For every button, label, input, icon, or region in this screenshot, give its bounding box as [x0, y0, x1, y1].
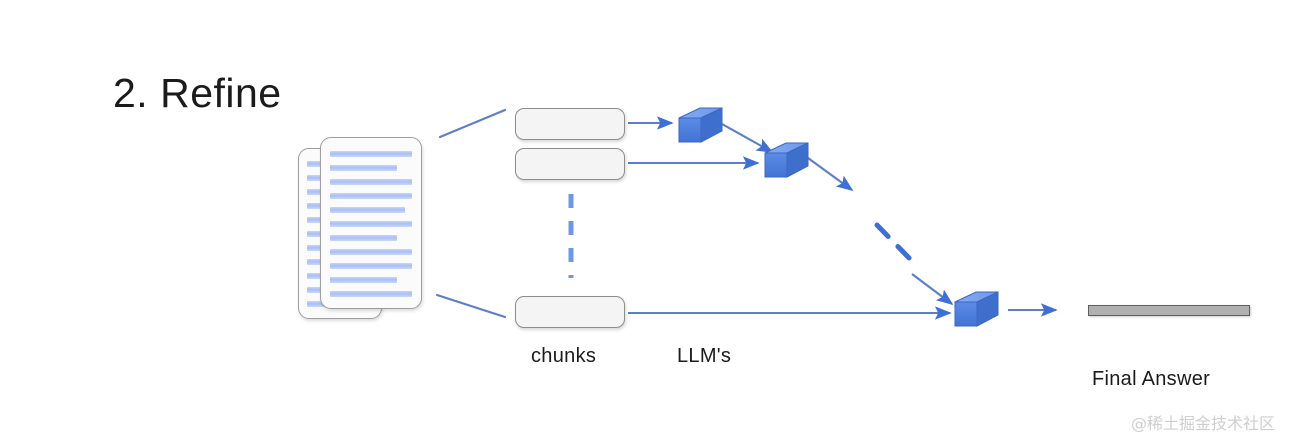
llm-cube-3	[954, 291, 999, 327]
chunk-box-3[interactable]	[515, 296, 625, 328]
connector-llm2-to-gap	[807, 157, 854, 191]
connector-dashed-ellipsis	[874, 222, 916, 265]
llm-cube-1	[678, 107, 723, 143]
chunk-box-2[interactable]	[515, 148, 625, 180]
connector-llm1-to-llm2	[721, 123, 774, 153]
chunks-label: chunks	[531, 345, 597, 367]
connector-docs-to-chunk3	[435, 293, 507, 319]
page-title: 2. Refine	[113, 70, 282, 116]
final-answer-label: Final Answer	[1092, 368, 1211, 390]
final-answer-bar	[1088, 305, 1250, 316]
llm-cube-2	[764, 142, 809, 178]
chunk-box-1[interactable]	[515, 108, 625, 140]
watermark: @稀土掘金技术社区	[1131, 414, 1276, 433]
llms-label: LLM's	[677, 345, 732, 367]
connector-gap-to-llm3	[911, 273, 954, 306]
connector-docs-to-chunk1	[438, 108, 507, 139]
document-card-front	[320, 137, 422, 309]
